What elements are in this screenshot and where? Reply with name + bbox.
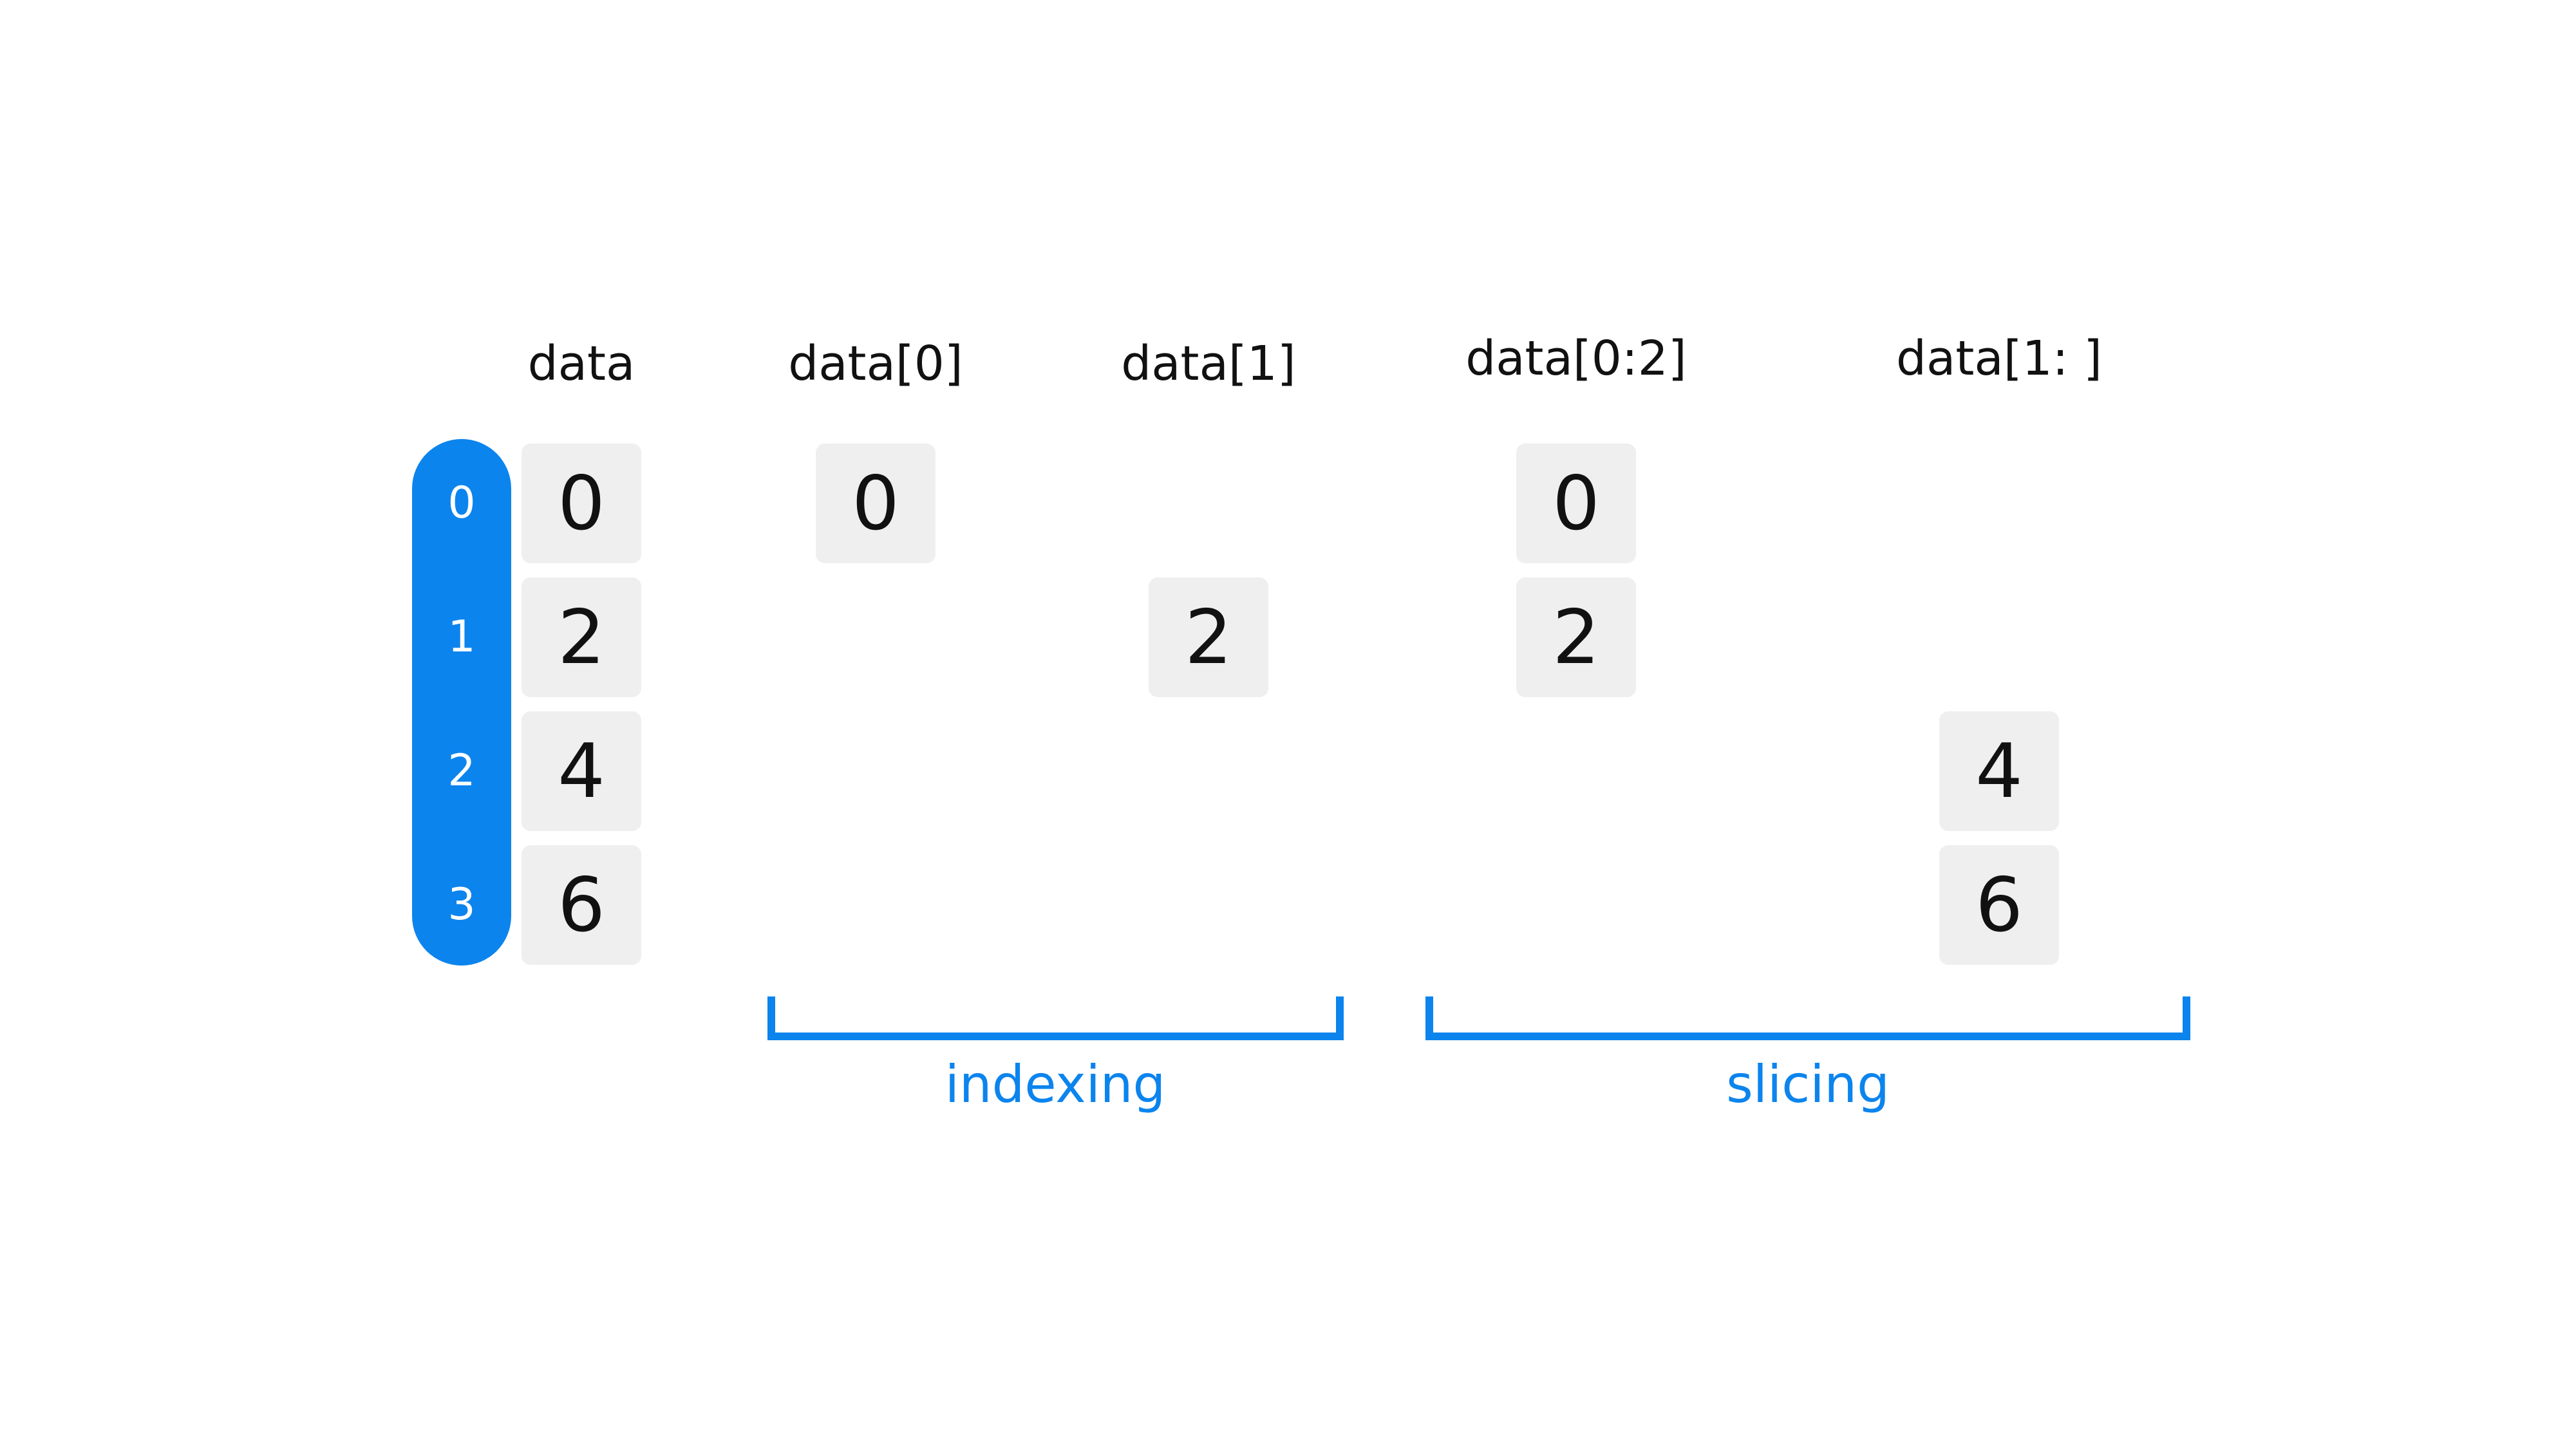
indexing-bracket [767, 996, 1344, 1040]
cell-data-2: 4 [522, 711, 641, 831]
cell-slice-1-end-second: 6 [1939, 845, 2059, 965]
cell-slice-1-end-first: 4 [1939, 711, 2059, 831]
cell-data-1-value: 2 [1149, 577, 1268, 697]
slicing-bracket [1425, 996, 2190, 1040]
column-header-data: data [527, 336, 635, 391]
index-label-2: 2 [447, 745, 476, 796]
cell-data-0: 0 [522, 444, 641, 563]
column-header-data-1: data[1] [1121, 336, 1296, 391]
cell-data-0-value: 0 [816, 444, 935, 563]
column-header-data-0: data[0] [788, 336, 963, 391]
column-header-data-1-end: data[1: ] [1896, 331, 2102, 386]
cell-data-3: 6 [522, 845, 641, 965]
column-header-data-0-2: data[0:2] [1465, 331, 1687, 386]
index-pill [412, 439, 511, 966]
index-label-0: 0 [447, 478, 476, 528]
cell-data-1: 2 [522, 577, 641, 697]
index-label-3: 3 [447, 879, 476, 930]
cell-slice-0-2-second: 2 [1516, 577, 1636, 697]
indexing-label: indexing [945, 1054, 1166, 1114]
cell-slice-0-2-first: 0 [1516, 444, 1636, 563]
slicing-label: slicing [1726, 1054, 1890, 1114]
index-label-1: 1 [447, 612, 476, 662]
